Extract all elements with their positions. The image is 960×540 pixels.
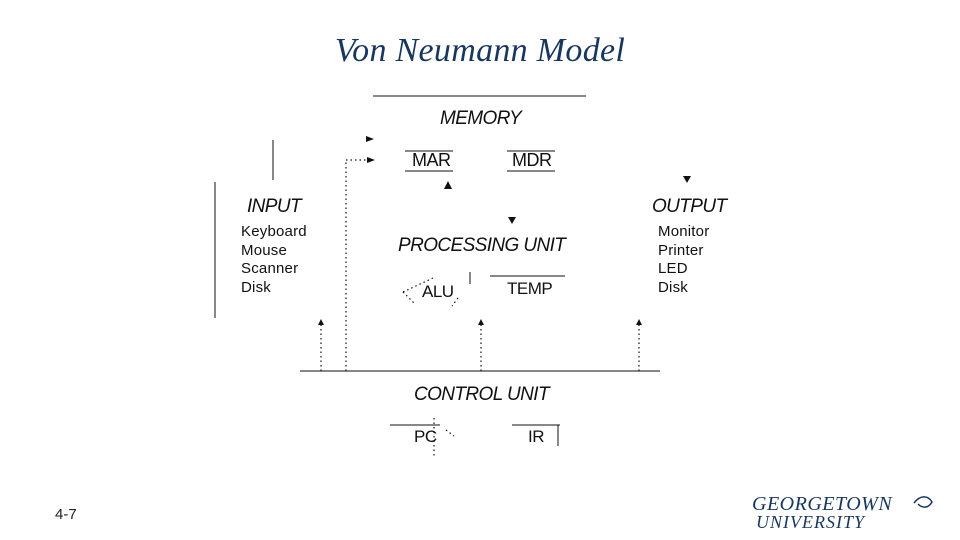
mar-arrow-up (444, 181, 452, 189)
slide-title: Von Neumann Model (334, 32, 626, 69)
processing-unit-label: PROCESSING UNIT (398, 235, 566, 256)
processing-arrow-down (508, 217, 516, 224)
input-device: Mouse (241, 241, 288, 259)
pc-label: PC (414, 427, 437, 446)
logo-line1: GEORGETOWN (752, 493, 893, 515)
memory-label: MEMORY (440, 108, 522, 129)
mar-arrow-right (367, 157, 375, 163)
alu-label: ALU (422, 282, 454, 301)
georgetown-logo: GEORGETOWN UNIVERSITY (752, 493, 933, 532)
input-device: Keyboard (241, 223, 307, 240)
alu-left-dotted (402, 277, 434, 293)
ir-label: IR (528, 427, 545, 446)
output-label: OUTPUT (652, 196, 727, 217)
input-device: Disk (241, 278, 271, 296)
output-device: LED (658, 260, 688, 277)
output-device: Printer (658, 241, 704, 259)
alu-right-dotted (451, 297, 459, 307)
output-riser-arrow (636, 319, 642, 325)
processing-riser-arrow (478, 319, 484, 325)
output-arrow-down (683, 176, 691, 183)
mar-label: MAR (412, 150, 451, 170)
pc-right-dotted (445, 429, 455, 437)
temp-label: TEMP (507, 279, 553, 298)
output-device: Monitor (658, 223, 710, 240)
input-arrow-right (366, 136, 374, 142)
input-label: INPUT (247, 196, 302, 217)
input-device: Scanner (241, 260, 299, 277)
input-device-list: Keyboard Mouse Scanner Disk (241, 223, 307, 297)
output-device: Disk (658, 278, 688, 296)
logo-line2: UNIVERSITY (756, 512, 866, 532)
control-unit-label: CONTROL UNIT (414, 384, 550, 405)
output-device-list: Monitor Printer LED Disk (658, 223, 709, 297)
alu-left-low-dotted (402, 291, 416, 305)
input-riser-arrow (318, 319, 324, 325)
slide-number: 4-7 (55, 506, 77, 523)
logo-swash-icon (913, 496, 933, 508)
mdr-label: MDR (512, 150, 552, 170)
